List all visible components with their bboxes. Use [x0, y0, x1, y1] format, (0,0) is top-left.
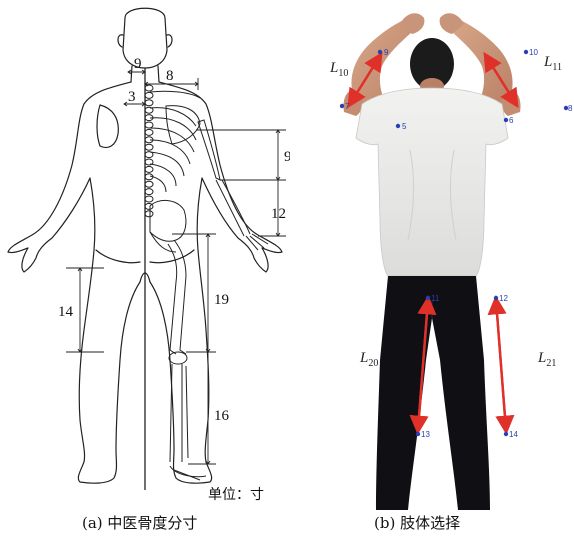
dim-label-thigh-back: 14 [58, 304, 74, 320]
dim-label-forearm: 12 [271, 206, 286, 222]
vertebra [145, 166, 153, 172]
limb-label-L11: L11 [543, 54, 562, 73]
vertebra [145, 196, 153, 202]
keypoint-12 [494, 296, 498, 300]
limb-label-L10: L10 [329, 60, 348, 79]
vertebra [145, 100, 153, 106]
limb-label-L21: L21 [537, 350, 556, 369]
panel-a-bone-proportion: 9 8 3 9 12 14 19 16 单位：寸 (a) 中医骨度分寸 [0, 0, 290, 545]
keypoint-label-8: 8 [568, 104, 573, 113]
keypoint-label-13: 13 [421, 430, 430, 439]
vertebra [145, 92, 153, 98]
keypoint-7 [340, 104, 344, 108]
keypoint-label-10: 10 [529, 48, 538, 57]
keypoint-label-5: 5 [402, 122, 407, 131]
keypoint-10 [524, 50, 528, 54]
keypoint-6 [504, 118, 508, 122]
keypoint-11 [426, 296, 430, 300]
dim-label-shank: 16 [214, 408, 230, 424]
limb-label-L20: L20 [359, 350, 378, 369]
vertebra [145, 85, 153, 91]
dim-label-thigh: 19 [214, 292, 229, 308]
caption-b: (b) 肢体选择 [374, 512, 460, 533]
vertebra [145, 129, 153, 135]
keypoint-label-12: 12 [499, 294, 508, 303]
keypoint-label-6: 6 [509, 116, 514, 125]
unit-label: 单位：寸 [208, 484, 264, 504]
keypoint-14 [504, 432, 508, 436]
dim-label-scapula: 3 [128, 89, 136, 105]
keypoint-5 [396, 124, 400, 128]
vertebra [145, 144, 153, 150]
person-photo: 5 6 7 8 9 10 11 12 13 14 L10 L11 L20 L21 [290, 0, 574, 545]
keypoint-9 [378, 50, 382, 54]
vertebra [145, 211, 153, 217]
body-outline-figure: 9 8 3 9 12 14 19 16 [0, 0, 290, 545]
keypoint-label-14: 14 [509, 430, 518, 439]
caption-a: (a) 中医骨度分寸 [82, 512, 197, 533]
keypoint-label-7: 7 [345, 102, 350, 111]
keypoint-13 [416, 432, 420, 436]
dim-label-shoulder-width: 8 [166, 68, 174, 84]
vertebra [145, 181, 153, 187]
keypoint-label-11: 11 [431, 294, 440, 303]
vertebra [145, 122, 153, 128]
vertebra [145, 189, 153, 195]
keypoint-label-9: 9 [384, 48, 389, 57]
panel-b-limb-selection: 5 6 7 8 9 10 11 12 13 14 L10 L11 L20 L21… [290, 0, 574, 545]
dim-label-head-width: 9 [134, 56, 142, 72]
